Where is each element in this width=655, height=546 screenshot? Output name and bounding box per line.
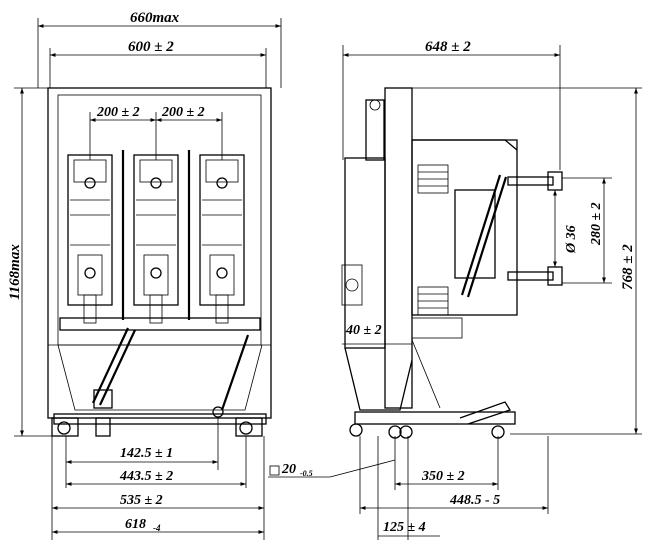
side-rear-panel [344, 157, 386, 349]
side-lower-terminal [507, 266, 563, 286]
side-view: 648 ± 2 280 ± 2 Ø 36 768 ± 2 40 ± 2 20 -… [268, 39, 642, 540]
front-bus-bar [59, 317, 261, 331]
dim-side-wheel-base: 350 ± 2 [421, 469, 465, 484]
dim-side-terminal-gap: 280 ± 2 [589, 202, 604, 246]
dim-side-square-tol: -0.5 [300, 469, 313, 478]
front-wheel-mid [95, 417, 111, 437]
dim-front-d4: 618 [125, 517, 146, 532]
side-lower-insulator [417, 286, 449, 316]
front-cabinet-outline [47, 87, 272, 419]
side-base-rail [354, 411, 516, 425]
front-wheel-left [51, 417, 79, 437]
side-upper-insulator [417, 164, 449, 194]
front-wheel-right [235, 417, 263, 437]
front-link-left [99, 329, 136, 406]
pole-3 [199, 154, 245, 324]
dim-front-height: 1168max [7, 244, 23, 300]
dim-side-depth: 648 ± 2 [425, 39, 471, 55]
dim-pole-pitch-left: 200 ± 2 [96, 105, 140, 120]
dim-side-height: 768 ± 2 [620, 244, 636, 290]
front-lower-skirt [57, 344, 263, 411]
side-top-handle [365, 99, 385, 161]
dim-front-frame-width: 600 ± 2 [128, 39, 174, 55]
square-symbol [269, 465, 280, 476]
front-link-right [220, 334, 250, 411]
side-main-column [384, 87, 413, 409]
dim-side-terminal-dia: Ø 36 [564, 225, 579, 254]
dim-side-rail-span: 448.5 - 5 [449, 493, 500, 508]
front-base-rail [53, 413, 267, 425]
side-upper-terminal [507, 171, 563, 191]
dim-pole-pitch-right: 200 ± 2 [161, 105, 205, 120]
side-rear-handle [341, 264, 363, 306]
dim-side-wheel-track: 125 ± 4 [383, 520, 426, 535]
pole-1 [67, 154, 113, 324]
side-insulating-rod [460, 174, 502, 296]
dim-front-d1: 142.5 ± 1 [120, 446, 173, 461]
side-wheel-rear [349, 423, 363, 437]
dim-side-offset: 40 ± 2 [345, 323, 382, 338]
front-view: 660max 600 ± 2 200 ± 2 200 ± 2 1168max 1… [7, 10, 282, 540]
dim-front-d4-tol: -4 [153, 523, 161, 533]
side-tow-arm [459, 401, 511, 425]
dim-side-square: 20 [281, 462, 296, 477]
front-inner-frame [57, 94, 262, 346]
dim-front-d3: 535 ± 2 [120, 493, 163, 508]
pole-2 [133, 154, 179, 324]
dim-front-d2: 443.5 ± 2 [119, 469, 173, 484]
dim-front-overall-width: 660max [130, 10, 180, 26]
side-lower-frame [344, 347, 413, 411]
